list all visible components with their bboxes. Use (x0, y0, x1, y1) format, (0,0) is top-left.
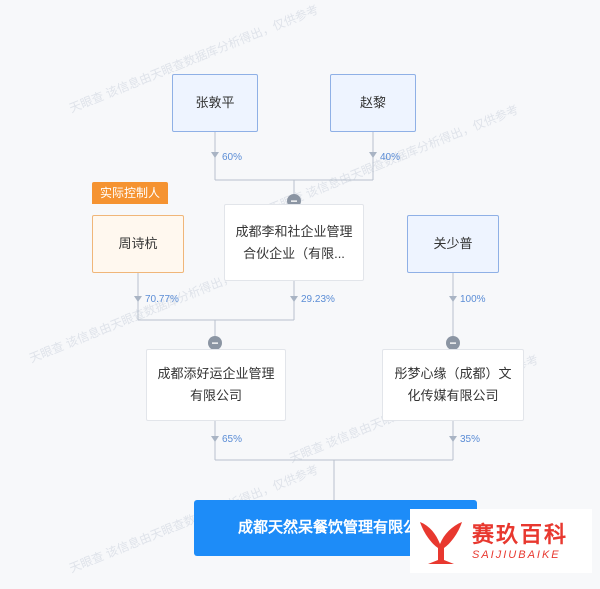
company-name-line2: 有限公司 (189, 388, 242, 403)
shareholder-node[interactable]: 张敦平 (172, 74, 258, 132)
company-name-line2: 合伙企业（有限... (243, 245, 345, 261)
arrow-icon (449, 436, 457, 442)
company-node[interactable]: 成都添好运企业管理 有限公司 (146, 349, 286, 421)
shareholder-node[interactable]: 赵黎 (330, 74, 416, 132)
brand-name-latin: SAIJIUBAIKE (472, 549, 561, 561)
shareholder-name: 张敦平 (195, 95, 235, 110)
share-pct: 35% (460, 434, 481, 445)
brand-name: 赛玖百科 (472, 522, 569, 547)
share-pct: 70.77% (145, 294, 179, 305)
shareholder-node[interactable]: 关少普 (407, 215, 499, 273)
arrow-icon (369, 152, 377, 158)
brand-badge: 赛玖百科 SAIJIUBAIKE (410, 509, 592, 573)
share-pct: 100% (460, 294, 486, 305)
shareholder-name: 周诗杭 (118, 236, 158, 251)
share-pct: 65% (222, 434, 243, 445)
share-pct: 60% (222, 152, 243, 163)
arrow-icon (211, 436, 219, 442)
arrow-icon (134, 296, 142, 302)
collapse-toggle[interactable]: − (446, 336, 460, 350)
company-node[interactable]: 彤梦心缘（成都）文 化传媒有限公司 (382, 349, 524, 421)
company-name-line1: 成都添好运企业管理 (157, 366, 275, 381)
share-pct: 40% (380, 152, 401, 163)
company-name-line1: 成都李和社企业管理 (235, 223, 353, 239)
arrow-icon (290, 296, 298, 302)
target-company-name: 成都天然呆餐饮管理有限公司 (237, 519, 433, 536)
arrow-icon (449, 296, 457, 302)
share-pct: 29.23% (301, 294, 335, 305)
company-node[interactable]: 成都李和社企业管理 合伙企业（有限... (224, 204, 364, 281)
arrow-icon (211, 152, 219, 158)
shareholder-node[interactable]: 周诗杭 (92, 215, 184, 273)
actual-controller-tag: 实际控制人 (92, 182, 169, 204)
shareholder-name: 关少普 (433, 236, 473, 251)
company-name-line1: 彤梦心缘（成都）文 (394, 366, 512, 381)
whale-tail-icon (420, 522, 462, 564)
shareholder-name: 赵黎 (359, 95, 386, 110)
collapse-toggle[interactable]: − (208, 336, 222, 350)
company-name-line2: 化传媒有限公司 (407, 388, 499, 403)
